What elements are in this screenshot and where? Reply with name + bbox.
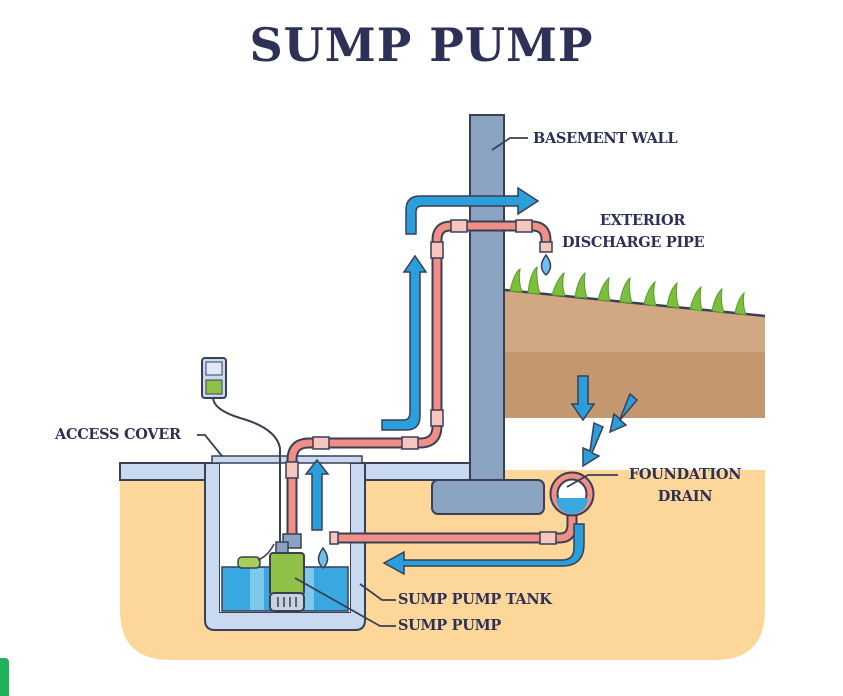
grass xyxy=(509,265,747,316)
flow-arrows xyxy=(304,186,639,576)
diagram-title: SUMP PUMP xyxy=(249,18,594,72)
soil-mid-layer xyxy=(505,352,765,418)
sump-pump-unit xyxy=(237,533,305,612)
discharge-pipe xyxy=(286,220,552,535)
green-side-tab[interactable] xyxy=(0,658,9,696)
label-foundation-drain-line1: FOUNDATION xyxy=(628,466,742,483)
label-access-cover: ACCESS COVER xyxy=(55,426,181,443)
float-switch xyxy=(237,556,261,569)
basement-wall xyxy=(469,114,505,488)
wall-footing xyxy=(431,479,545,515)
water-drop-icon xyxy=(540,253,552,277)
water-drop-icon xyxy=(317,546,329,570)
label-exterior-line1: EXTERIOR xyxy=(599,212,686,229)
label-sump-pump-tank: SUMP PUMP TANK xyxy=(398,591,552,608)
pipe-joints xyxy=(285,219,553,479)
label-sump-pump: SUMP PUMP xyxy=(398,617,501,634)
leader-lines xyxy=(197,137,618,627)
label-exterior-discharge-pipe: DISCHARGE PIPE xyxy=(562,234,705,251)
soil-top-layer xyxy=(505,290,765,352)
power-cord xyxy=(212,397,281,560)
label-basement-wall: BASEMENT WALL xyxy=(533,130,678,147)
label-foundation-drain-line2: DRAIN xyxy=(657,488,713,505)
